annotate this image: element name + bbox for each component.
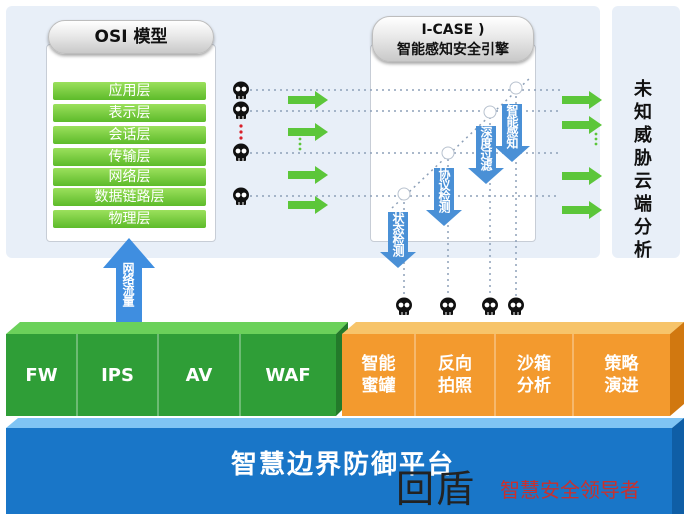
module-ips: IPS bbox=[101, 364, 134, 386]
green-dots-right bbox=[594, 132, 598, 146]
module-policy-line2: 演进 bbox=[604, 376, 639, 396]
threat-skull-icon bbox=[482, 297, 498, 315]
osi-layer-presentation: 表示层 bbox=[53, 104, 206, 122]
module-reverse-photo: 反向 拍照 bbox=[415, 334, 495, 416]
osi-layer-session: 会话层 bbox=[53, 126, 206, 144]
osi-layer-datalink: 数据链路层 bbox=[53, 188, 206, 206]
detection-nodes bbox=[397, 81, 523, 201]
module-av: AV bbox=[185, 364, 213, 386]
module-policy-line1: 策略 bbox=[604, 354, 639, 374]
module-fw: FW bbox=[25, 364, 58, 386]
threat-skull-icon bbox=[233, 101, 249, 119]
flow-diagram bbox=[103, 77, 602, 322]
green-arrow-icon bbox=[288, 196, 328, 214]
module-policy-evolution: 策略 演进 bbox=[573, 334, 670, 416]
osi-layer-physical: 物理层 bbox=[53, 210, 206, 228]
green-arrow-icon bbox=[562, 167, 602, 185]
platform-title: 智慧边界防御平台 bbox=[230, 450, 455, 480]
green-arrow-icon bbox=[562, 116, 602, 134]
stage-label-deep-filter: 深度过滤 bbox=[479, 126, 493, 170]
module-sandbox-line1: 沙箱 bbox=[517, 354, 551, 374]
green-arrow-icon bbox=[288, 123, 328, 141]
threat-skull-icon bbox=[440, 297, 456, 315]
cloud-analysis-panel bbox=[612, 6, 680, 258]
icase-engine-title: I-CASE ) 智能感知安全引擎 bbox=[372, 16, 534, 62]
network-traffic-up-arrow-icon bbox=[103, 238, 155, 322]
detection-arrows bbox=[380, 104, 530, 268]
green-dots-left bbox=[298, 137, 302, 151]
threat-skull-icon bbox=[233, 81, 249, 99]
osi-model-title: OSI 模型 bbox=[48, 20, 214, 54]
osi-layer-transport: 传输层 bbox=[53, 148, 206, 166]
osi-layer-network: 网络层 bbox=[53, 168, 206, 186]
module-honeypot: 智能 蜜罐 bbox=[342, 334, 415, 416]
osi-layer-application: 应用层 bbox=[53, 82, 206, 100]
module-waf: WAF bbox=[265, 364, 311, 386]
stage-label-state-detection: 状态检测 bbox=[391, 212, 405, 256]
green-arrow-icon bbox=[288, 91, 328, 109]
icase-title-line2: 智能感知安全引擎 bbox=[397, 42, 509, 58]
green-arrow-icon bbox=[562, 201, 602, 219]
module-reverse-photo-line2: 拍照 bbox=[438, 376, 472, 396]
cloud-analysis-title: 未知威胁云端分析 bbox=[634, 79, 652, 261]
module-sandbox: 沙箱 分析 bbox=[495, 334, 573, 416]
watermark-logo: 回盾 bbox=[396, 467, 477, 511]
platform-bar bbox=[6, 418, 684, 514]
green-arrow-icon bbox=[562, 91, 602, 109]
ellipsis-red-dots bbox=[239, 124, 243, 140]
module-sandbox-line2: 分析 bbox=[517, 376, 551, 396]
module-honeypot-line1: 智能 bbox=[361, 354, 396, 374]
watermark-text: 智慧安全领导者 bbox=[500, 478, 640, 502]
stage-label-protocol-detection: 协议检测 bbox=[437, 168, 451, 212]
green-arrow-icon bbox=[288, 166, 328, 184]
network-traffic-label: 网络流量 bbox=[121, 262, 135, 306]
module-blocks-background bbox=[6, 322, 684, 416]
threat-skull-icon bbox=[508, 297, 524, 315]
threat-skull-icon bbox=[396, 297, 412, 315]
stage-label-smart-sensing: 智能感知 bbox=[505, 104, 519, 148]
threat-skull-icon bbox=[233, 187, 249, 205]
module-reverse-photo-line1: 反向 bbox=[438, 354, 472, 374]
threat-skull-icon bbox=[233, 143, 249, 161]
module-honeypot-line2: 蜜罐 bbox=[361, 376, 396, 396]
icase-title-line1: I-CASE ) bbox=[421, 22, 485, 38]
